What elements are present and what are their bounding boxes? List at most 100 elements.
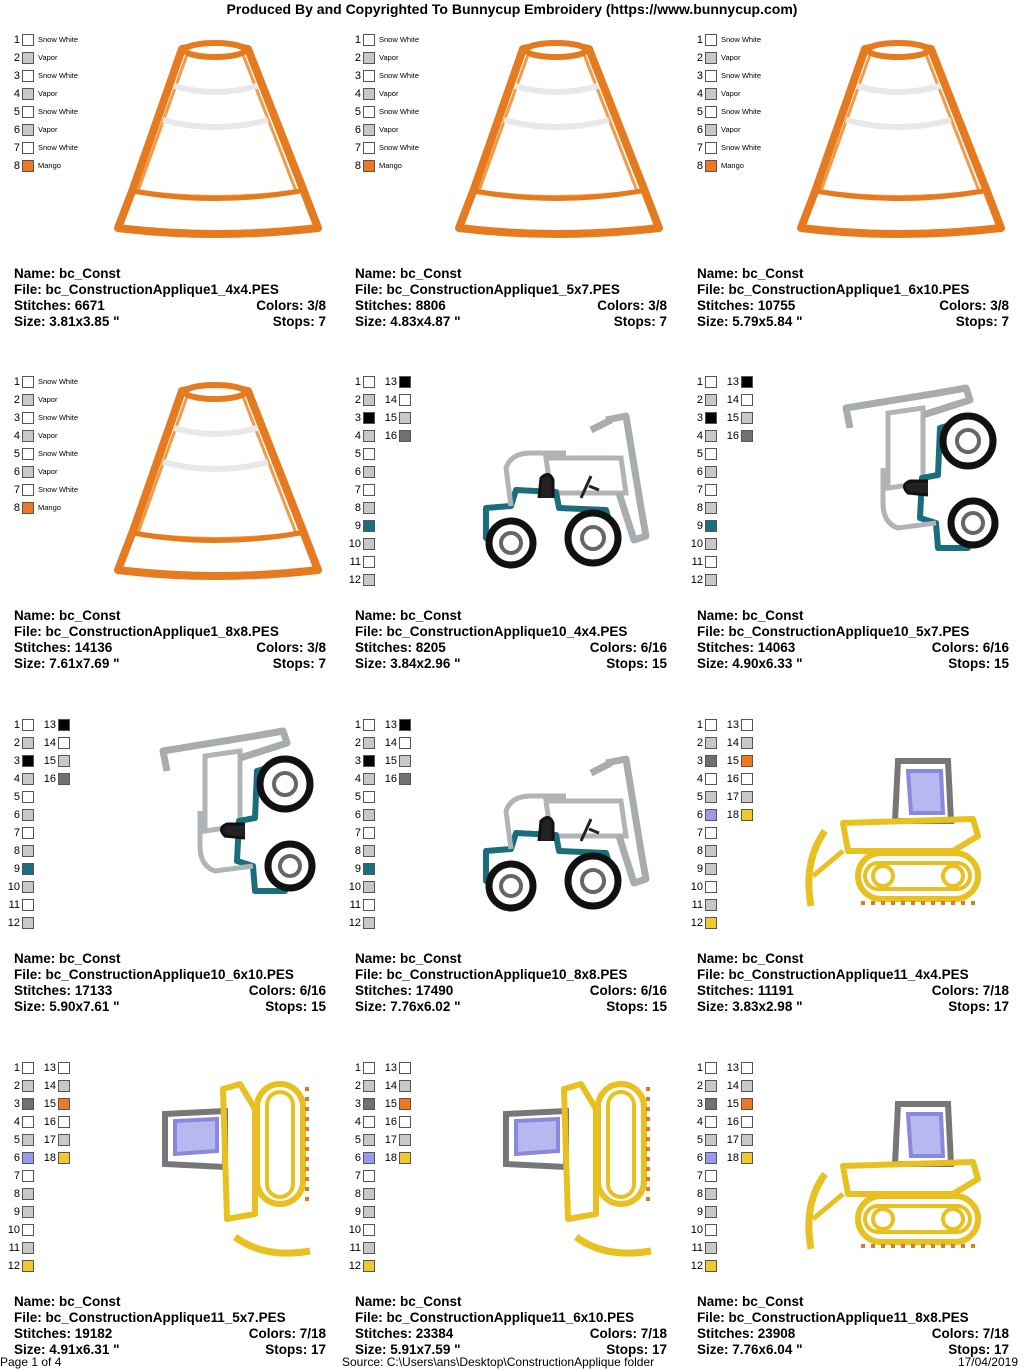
thread-number: 11 [691,556,703,568]
thread-swatch [58,1134,70,1146]
thread-swatch [399,376,411,388]
thread-number: 9 [13,1206,20,1218]
thread-swatch [705,827,717,839]
colors-label: Colors: [589,1326,641,1341]
thread-swatch [741,1152,753,1164]
design-size: 5.91x7.59 " [390,1342,461,1357]
thread-number: 7 [13,827,20,839]
thread-number: 17 [726,791,739,803]
design-size: 3.83x2.98 " [732,999,803,1014]
name-label: Name: [355,1294,401,1309]
thread-swatch [22,917,34,929]
thread-number: 16 [384,773,397,785]
thread-number: 15 [384,755,397,767]
stops-label: Stops: [265,999,311,1014]
thread-number: 4 [13,430,20,442]
stitch-count: 19182 [74,1326,113,1341]
thread-number: 9 [13,863,20,875]
colors-label: Colors: [931,1326,983,1341]
thread-swatch [363,538,375,550]
thread-swatch [741,737,753,749]
stitch-count: 23384 [415,1326,454,1341]
thread-swatch [22,394,34,406]
design-size: 5.90x7.61 " [49,999,120,1014]
thread-number: 15 [384,1098,397,1110]
file-label: File: [14,1310,46,1325]
size-label: Size: [355,1342,391,1357]
thread-swatch [58,1080,70,1092]
thread-swatch [363,160,375,172]
thread-color-name: Vapor [721,125,741,134]
thread-number: 4 [13,773,20,785]
thread-number: 6 [13,124,20,136]
thread-swatch [363,1242,375,1254]
thread-number: 8 [354,160,361,172]
color-count: 3/8 [307,640,326,655]
bulldozer-art [805,758,981,907]
thread-swatch [363,1224,375,1236]
stitch-count: 23908 [757,1326,796,1341]
thread-swatch [22,34,34,46]
thread-swatch [399,412,411,424]
size-label: Size: [14,314,50,329]
thread-number: 3 [696,1098,703,1110]
thread-color-name: Vapor [38,395,58,404]
file-label: File: [697,967,729,982]
thread-number: 3 [696,755,703,767]
thread-swatch [363,845,375,857]
stitch-count: 10755 [757,298,796,313]
thread-number: 3 [13,755,20,767]
thread-number: 10 [690,538,703,550]
thread-number: 1 [696,34,703,46]
thread-swatch [741,1098,753,1110]
thread-swatch [363,376,375,388]
file-label: File: [355,967,387,982]
thread-swatch [705,1152,717,1164]
design-size: 5.79x5.84 " [732,314,803,329]
bulldozer-rotated-art [503,1081,652,1257]
traffic-cone-art [114,382,322,580]
thread-number: 7 [13,142,20,154]
traffic-cone-art [455,40,663,238]
thread-color-name: Snow White [721,35,762,44]
size-label: Size: [355,314,391,329]
thread-number: 15 [726,755,739,767]
thread-swatch [22,466,34,478]
thread-number: 9 [696,863,703,875]
thread-number: 2 [13,394,20,406]
thread-number: 1 [354,34,361,46]
thread-number: 14 [43,737,56,749]
thread-number: 7 [696,1170,703,1182]
traffic-cone-art [114,40,322,238]
page-number: Page 1 of 4 [0,1355,62,1369]
thread-swatch [399,394,411,406]
thread-number: 14 [726,394,739,406]
thread-number: 8 [696,1188,703,1200]
thread-number: 13 [43,719,56,731]
thread-number: 10 [690,1224,703,1236]
thread-swatch [399,1080,411,1092]
thread-swatch [22,737,34,749]
thread-swatch [58,755,70,767]
thread-color-name: Vapor [721,53,741,62]
thread-swatch [22,88,34,100]
thread-color-name: Vapor [38,431,58,440]
thread-swatch [705,106,717,118]
thread-swatch [22,1260,34,1272]
thread-number: 15 [384,412,397,424]
thread-swatch [399,719,411,731]
thread-swatch [363,1098,375,1110]
thread-number: 9 [696,520,703,532]
thread-swatch [58,1152,70,1164]
thread-number: 18 [726,809,739,821]
stitches-label: Stitches: [14,640,75,655]
thread-color-name: Mango [379,161,402,170]
thread-color-name: Snow White [38,35,79,44]
thread-swatch [58,719,70,731]
colors-label: Colors: [589,983,641,998]
thread-number: 2 [13,1080,20,1092]
colors-label: Colors: [248,983,300,998]
name-label: Name: [697,951,743,966]
